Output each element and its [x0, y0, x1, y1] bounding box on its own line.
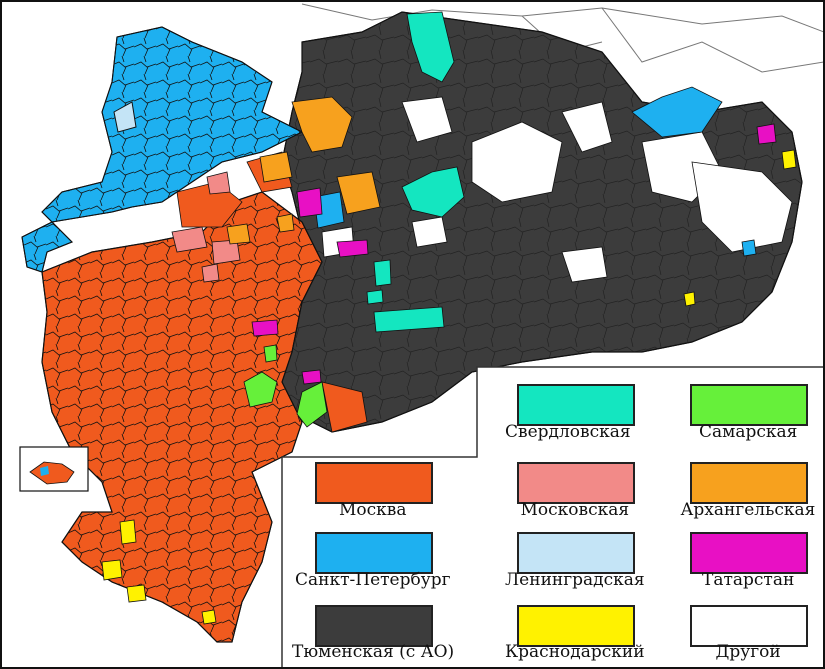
crimea-inset — [19, 446, 89, 492]
legend-label-tyumen: Тюменская (с АО) — [292, 642, 455, 662]
legend-swatch-samara — [690, 384, 808, 426]
region-krasnodar — [101, 149, 797, 625]
legend-label-samara: Самарская — [699, 422, 798, 442]
legend-swatch-tyumen — [315, 605, 433, 647]
legend-label-moscow: Москва — [339, 500, 407, 520]
region-other-patches — [321, 96, 793, 283]
region-arkhangelsk — [226, 96, 381, 245]
legend-label-sverdlovsk: Свердловская — [505, 422, 631, 442]
region-moscow-volga — [321, 381, 368, 433]
region-samara — [243, 344, 328, 428]
legend-label-tatarstan: Татарстан — [702, 570, 795, 590]
region-st-petersburg-center — [313, 191, 345, 229]
legend-label-st-petersburg: Санкт-Петербург — [295, 570, 451, 590]
legend-swatch-moscow-oblast — [517, 462, 635, 504]
legend-swatch-other — [690, 605, 808, 647]
legend-swatch-st-petersburg — [315, 532, 433, 574]
legend-swatch-leningrad — [517, 532, 635, 574]
legend-label-leningrad: Ленинградская — [505, 570, 645, 590]
region-moscow-oblast — [171, 171, 241, 283]
region-st-petersburg-borders — [21, 26, 304, 273]
legend-swatch-sverdlovsk — [517, 384, 635, 426]
region-leningrad — [113, 101, 137, 133]
region-st-petersburg-east — [741, 239, 757, 257]
region-sverdlovsk — [366, 11, 465, 333]
legend-swatch-moscow — [315, 462, 433, 504]
region-moscow-borders — [41, 191, 323, 643]
legend-panel — [281, 366, 823, 667]
legend-label-other: Другой — [715, 642, 781, 662]
legend-swatch-tatarstan — [690, 532, 808, 574]
legend-label-arkhangelsk: Архангельская — [680, 500, 816, 520]
legend-swatch-krasnodar — [517, 605, 635, 647]
legend-swatch-arkhangelsk — [690, 462, 808, 504]
legend-label-moscow-oblast: Московская — [520, 500, 630, 520]
region-st-petersburg-ural — [631, 86, 723, 138]
region-tatarstan — [251, 123, 777, 385]
legend-label-krasnodar: Краснодарский — [505, 642, 645, 662]
